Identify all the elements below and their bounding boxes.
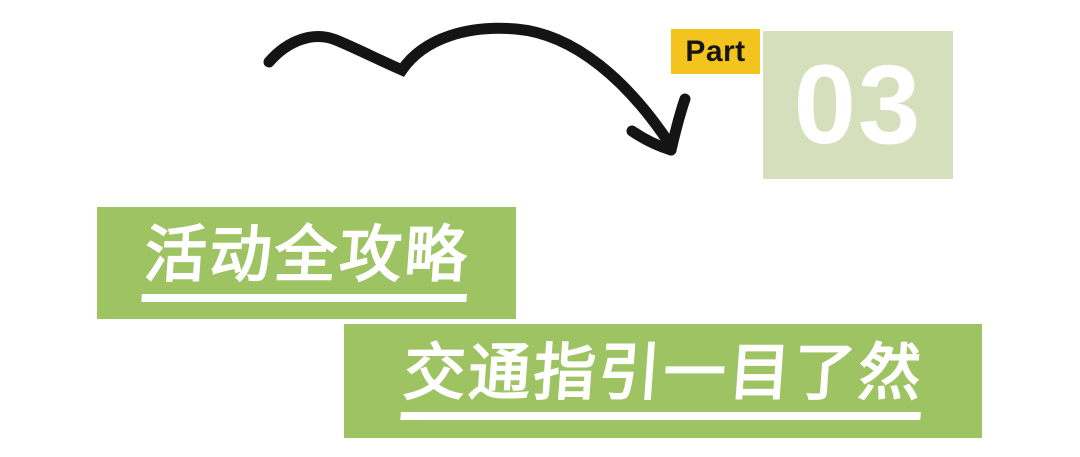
headline-banner-line2: 交通指引一目了然 bbox=[344, 324, 982, 438]
part-number-value: 03 bbox=[793, 42, 923, 167]
part-badge-label: Part bbox=[685, 34, 746, 68]
headline-text-line1: 活动全攻略 bbox=[141, 221, 472, 302]
part-badge: Part bbox=[671, 29, 760, 74]
headline-banner-line1: 活动全攻略 bbox=[97, 207, 516, 319]
headline-text-line2: 交通指引一目了然 bbox=[400, 339, 926, 420]
part-number-block: 03 bbox=[763, 31, 953, 179]
